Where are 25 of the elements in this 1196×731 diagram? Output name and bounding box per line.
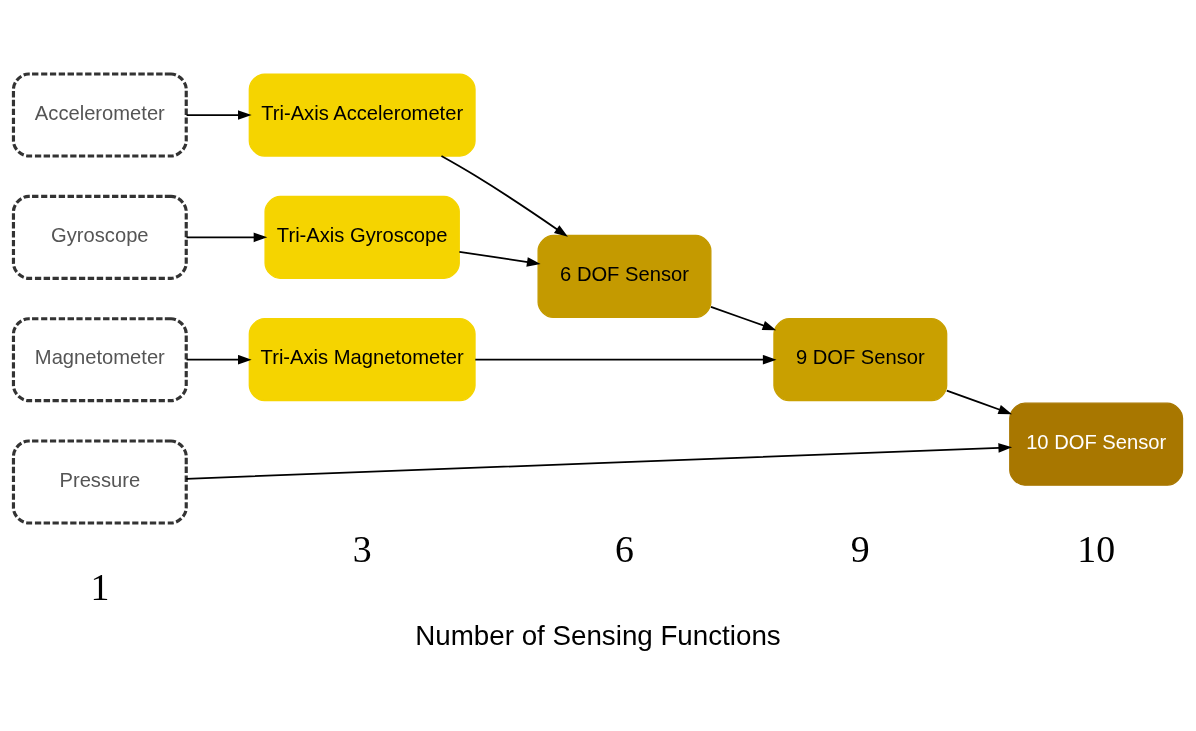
node-box: 6 DOF Sensor	[537, 234, 712, 318]
node-box: 9 DOF Sensor	[773, 317, 948, 401]
arrow	[474, 354, 777, 364]
arrow	[185, 109, 252, 120]
node-box: Accelerometer	[11, 71, 188, 158]
arrow	[458, 250, 541, 267]
label: 6	[615, 527, 634, 570]
arrow	[185, 354, 252, 364]
node-box: Tri-Axis Gyroscope	[264, 195, 460, 279]
node-box: Tri-Axis Magnetometer	[248, 317, 476, 401]
arrow	[945, 389, 1013, 414]
arrow	[440, 154, 568, 237]
arrow	[710, 305, 777, 330]
node-box: Tri-Axis Accelerometer	[248, 72, 476, 157]
label: 3	[352, 527, 372, 570]
label: 9	[850, 527, 870, 570]
node-box: 10 DOF Sensor	[1009, 402, 1184, 486]
label: 1	[90, 565, 110, 608]
caption: Number of Sensing Functions	[415, 619, 781, 651]
arrow	[185, 232, 268, 242]
arrow	[185, 442, 1013, 480]
node-box: Magnetometer	[11, 316, 188, 402]
node-box: Pressure	[11, 438, 188, 525]
node-box: Gyroscope	[11, 194, 188, 280]
label: 10	[1077, 527, 1116, 570]
